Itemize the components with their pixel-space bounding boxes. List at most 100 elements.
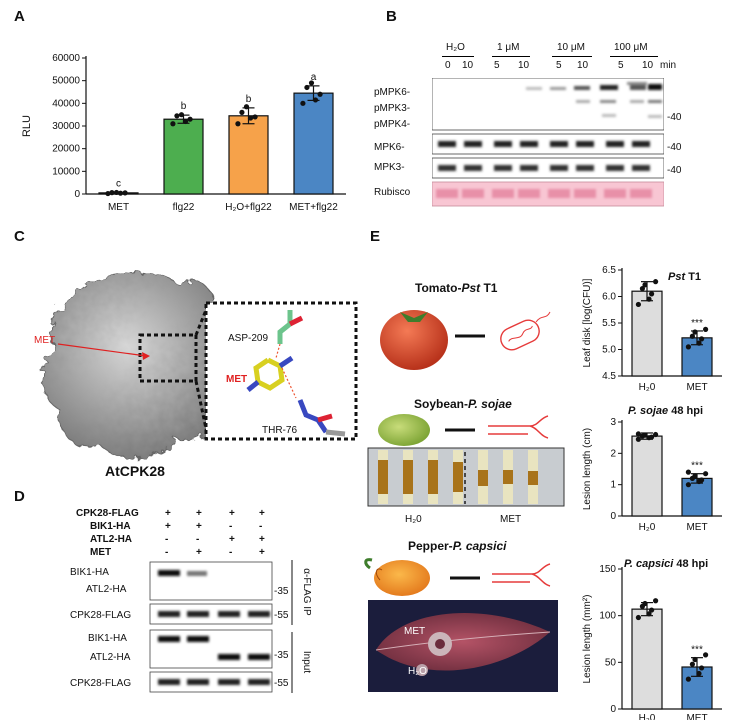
data-point bbox=[642, 600, 648, 607]
tomato-stem bbox=[400, 312, 428, 322]
data-point bbox=[692, 473, 698, 479]
condition-label: ATL2-HA bbox=[90, 534, 133, 545]
y-tick-label: 10000 bbox=[52, 166, 80, 177]
significance-stars: *** bbox=[691, 461, 703, 472]
y-axis-label: Lesion length (mm²) bbox=[582, 595, 593, 684]
min-label: min bbox=[660, 60, 677, 71]
time-6: 5 bbox=[618, 60, 624, 71]
header-underline-1um bbox=[492, 56, 530, 57]
y-tick-label: 6.0 bbox=[602, 292, 616, 303]
pepper-title: Pepper-P. capsici bbox=[408, 539, 507, 553]
ligand-label-met: MET bbox=[34, 335, 55, 346]
blot-mpk3 bbox=[432, 157, 664, 179]
x-tick-label: MET bbox=[108, 202, 129, 213]
data-point bbox=[649, 434, 655, 440]
x-tick-label: MET bbox=[686, 713, 707, 720]
data-point bbox=[703, 471, 709, 477]
ip-label: α-FLAG IP bbox=[301, 568, 312, 616]
rubisco-bands bbox=[436, 189, 652, 198]
binding-site-box bbox=[138, 333, 198, 383]
bar-met-flg22 bbox=[293, 92, 334, 195]
time-1: 10 bbox=[462, 60, 474, 71]
condition-label: CPK28-FLAG bbox=[76, 508, 139, 519]
y-tick-label: 0 bbox=[610, 511, 616, 522]
mpk3-bands bbox=[438, 165, 650, 171]
y-tick-label: 50000 bbox=[52, 76, 80, 87]
marker-40-mpk3: -40 bbox=[667, 165, 682, 176]
panel-label-d: D bbox=[14, 488, 25, 505]
size-marker: -35 bbox=[274, 650, 289, 661]
chart-title: P. capsici 48 hpi bbox=[624, 558, 708, 570]
x-tick-label: H₂0 bbox=[639, 382, 656, 393]
band bbox=[218, 679, 240, 685]
panel-label-e: E bbox=[370, 228, 381, 245]
condition-value: - bbox=[259, 521, 263, 532]
data-point bbox=[646, 296, 652, 302]
y-tick-label: 3 bbox=[610, 417, 616, 428]
y-axis-label: RLU bbox=[21, 115, 33, 137]
blot-label-pmpk6: pMPK6- bbox=[374, 87, 411, 98]
time-3: 10 bbox=[518, 60, 530, 71]
condition-value: + bbox=[259, 508, 265, 519]
time-5: 10 bbox=[577, 60, 589, 71]
blot-input-flag bbox=[149, 671, 273, 693]
blot-ip-flag bbox=[149, 603, 273, 625]
data-point bbox=[304, 84, 310, 91]
band bbox=[248, 679, 270, 685]
band bbox=[248, 611, 270, 617]
blot-label: ATL2-HA bbox=[90, 652, 131, 663]
data-point bbox=[699, 336, 705, 342]
coip-bands bbox=[158, 570, 270, 685]
pepper-met-label: MET bbox=[404, 626, 425, 637]
condition-value: + bbox=[165, 521, 171, 532]
y-tick-label: 4.5 bbox=[602, 371, 616, 382]
condition-value: - bbox=[196, 534, 200, 545]
data-point bbox=[113, 189, 120, 196]
mpk6-bands bbox=[438, 141, 650, 147]
y-tick-label: 5.5 bbox=[602, 318, 616, 329]
ligand-label-met-zoom: MET bbox=[226, 374, 247, 385]
data-point bbox=[685, 676, 691, 682]
pepper-h2o-label: H₂O bbox=[408, 666, 427, 677]
significance-letter: c bbox=[116, 178, 121, 189]
data-point bbox=[696, 670, 702, 677]
blot-label: BIK1-HA bbox=[88, 633, 127, 644]
bacteria-icon bbox=[500, 311, 551, 351]
data-point bbox=[649, 291, 655, 297]
header-h2o: H₂O bbox=[446, 42, 465, 53]
bar-h2o bbox=[631, 608, 663, 710]
y-tick-label: 20000 bbox=[52, 144, 80, 155]
data-point bbox=[109, 190, 115, 196]
band bbox=[187, 611, 209, 617]
input-label: Input bbox=[301, 651, 312, 673]
soybean-h2o-label: H₂0 bbox=[405, 514, 422, 525]
blot-label: CPK28-FLAG bbox=[70, 610, 132, 621]
soybean-icon bbox=[378, 414, 430, 446]
data-point bbox=[117, 190, 124, 196]
y-tick-label: 150 bbox=[599, 564, 616, 575]
panel-b-western-blot: H₂O 1 μM 10 μM 100 μM 0 10 5 10 5 10 5 1… bbox=[374, 36, 754, 216]
blot-label-pmpk3: pMPK3- bbox=[374, 103, 411, 114]
y-tick-label: 1 bbox=[610, 480, 616, 491]
marker-40-mpk6: -40 bbox=[667, 142, 682, 153]
header-underline-100um bbox=[610, 56, 658, 57]
header-underline-h2o bbox=[442, 56, 474, 57]
condition-value: + bbox=[229, 534, 235, 545]
data-point bbox=[653, 279, 659, 285]
data-point bbox=[703, 326, 709, 332]
condition-value: + bbox=[196, 508, 202, 519]
condition-value: + bbox=[259, 534, 265, 545]
condition-value: - bbox=[165, 547, 169, 558]
data-point bbox=[252, 114, 258, 120]
y-tick-label: 30000 bbox=[52, 121, 80, 132]
significance-letter: a bbox=[311, 72, 317, 83]
bar-h2o bbox=[631, 435, 663, 517]
chart-a: 0100002000030000400005000060000RLUMETcfl… bbox=[21, 53, 346, 213]
condition-value: - bbox=[229, 521, 233, 532]
pepper-icon bbox=[364, 558, 430, 596]
blot-ip-ha bbox=[149, 561, 273, 601]
y-tick-label: 50 bbox=[605, 657, 617, 668]
bar-flg22 bbox=[163, 118, 204, 195]
data-point bbox=[174, 113, 180, 119]
